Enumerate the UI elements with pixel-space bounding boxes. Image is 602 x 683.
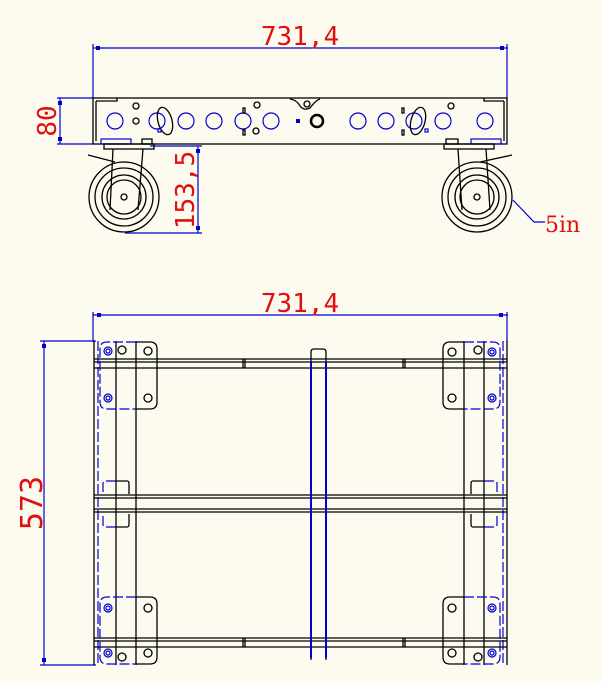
top-width-dimension: 731,4 xyxy=(92,289,508,342)
frame-body xyxy=(92,97,508,145)
wheel-height-label: 153,5 xyxy=(171,151,201,229)
left-caster-wheel xyxy=(87,138,160,233)
wheel-size-label: 5in xyxy=(545,213,580,238)
cart-frame xyxy=(93,341,508,665)
wheel-size-callout: 5in xyxy=(512,199,580,238)
frame-height-label: 80 xyxy=(33,105,63,136)
caster-plate-top-left xyxy=(99,341,158,410)
top-view: 731,4 573 xyxy=(15,289,508,666)
top-depth-dimension: 573 xyxy=(15,340,96,666)
side-width-dimension: 731,4 xyxy=(92,22,508,100)
top-width-label: 731,4 xyxy=(261,289,339,319)
wheel-height-dimension: 153,5 xyxy=(125,145,202,234)
right-caster-wheel xyxy=(441,138,513,233)
top-depth-label: 573 xyxy=(15,476,50,530)
caster-plate-bottom-left xyxy=(99,596,158,665)
frame-height-dimension: 80 xyxy=(33,97,93,145)
caster-plate-top-right xyxy=(442,341,501,410)
side-view: 731,4 80 xyxy=(33,22,580,238)
caster-plate-bottom-right xyxy=(442,596,501,665)
side-width-label: 731,4 xyxy=(261,22,339,52)
